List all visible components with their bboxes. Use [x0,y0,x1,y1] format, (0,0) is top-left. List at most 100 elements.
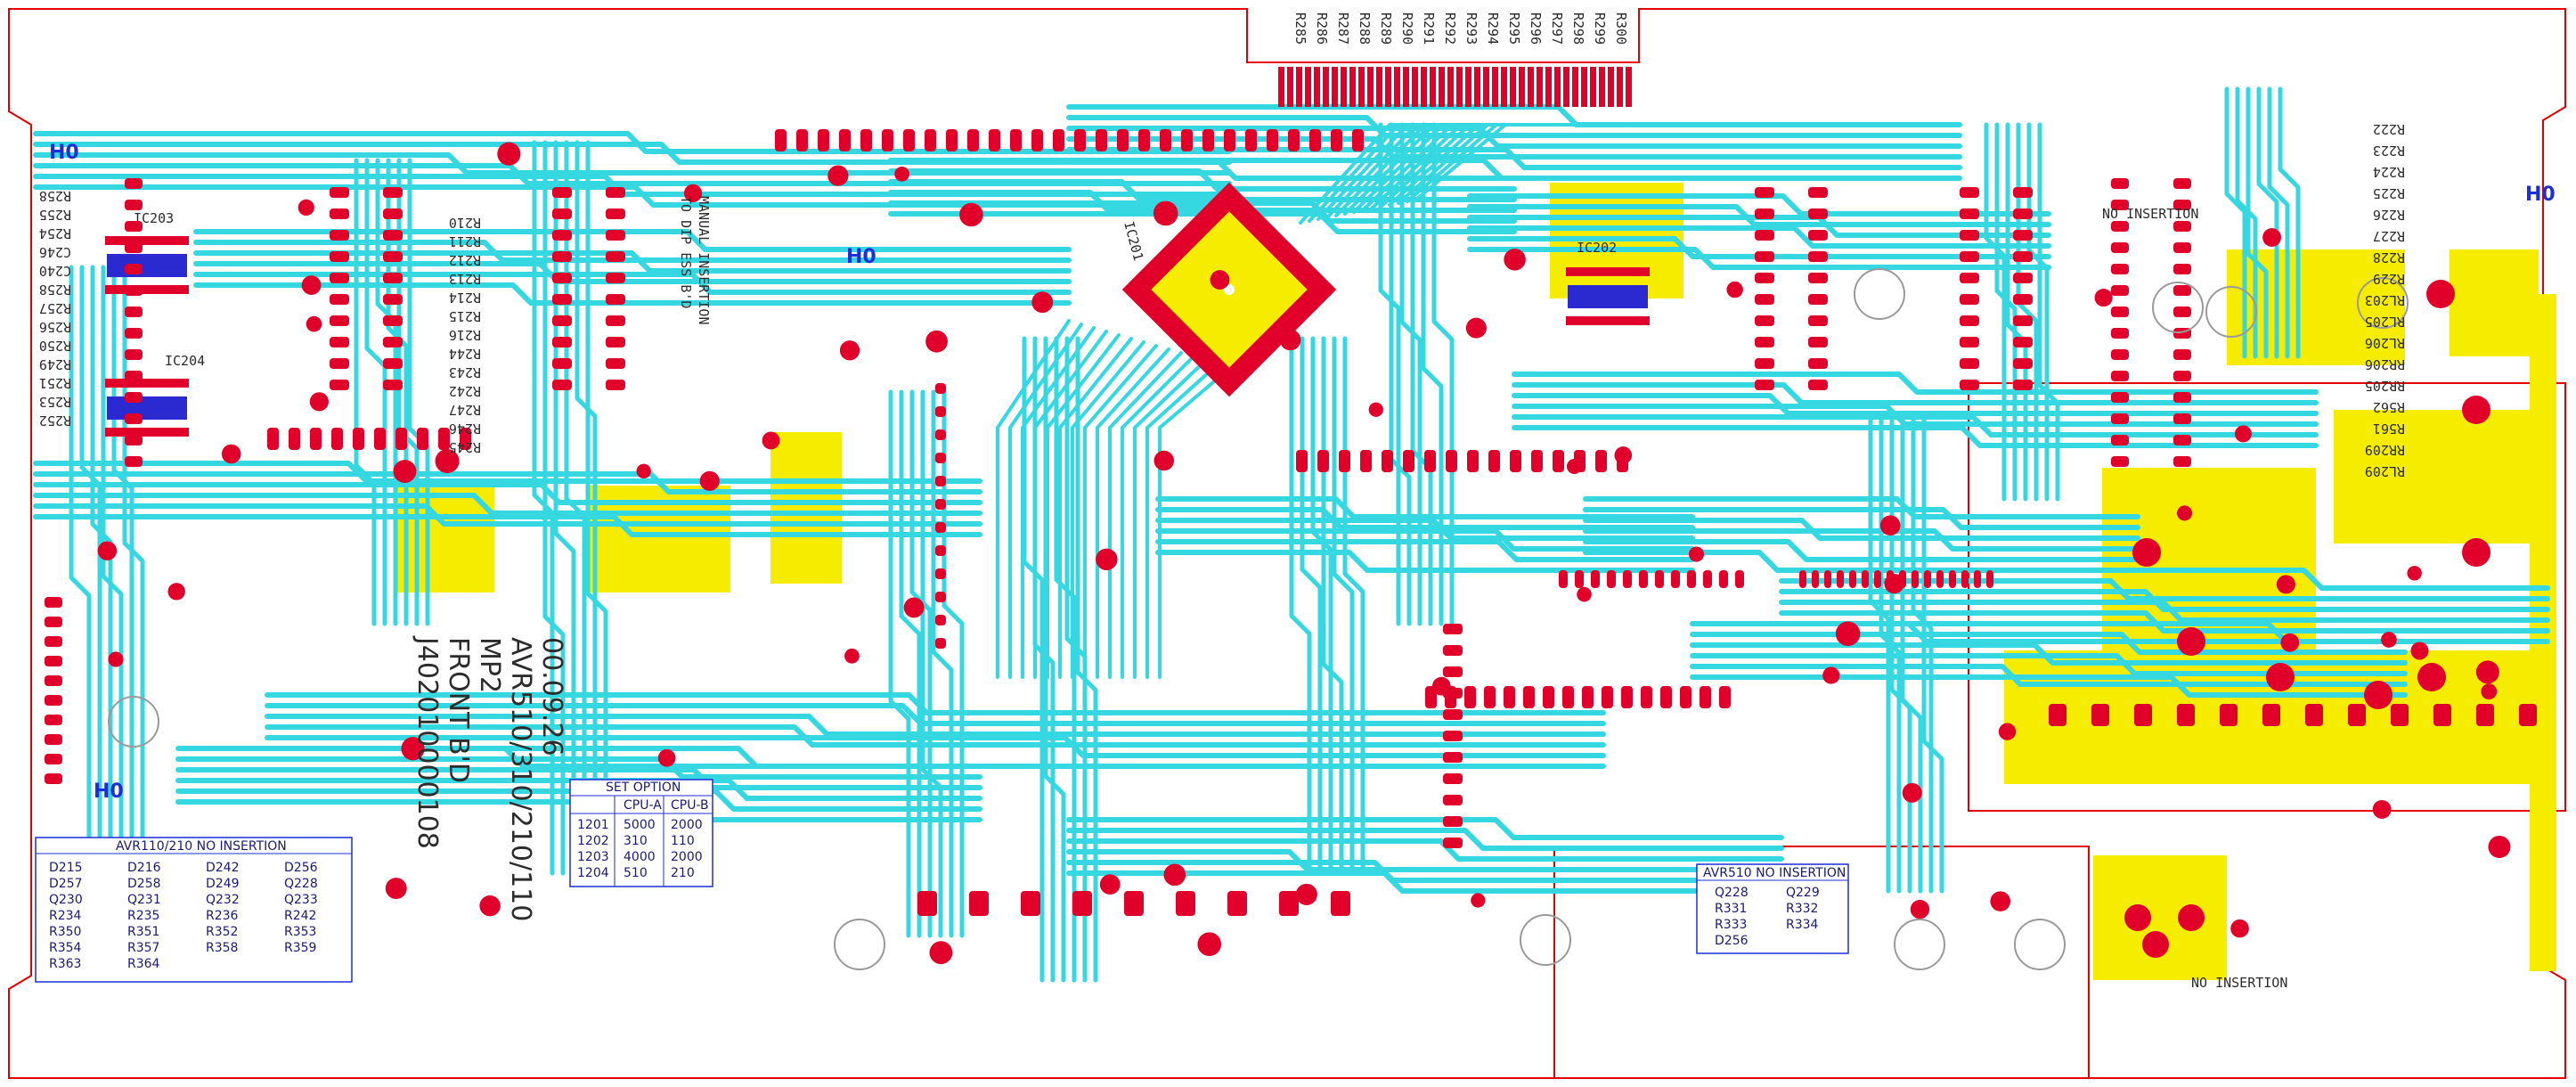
set-option-title: SET OPTION [606,781,681,795]
pad [1443,709,1463,720]
top-pin-label: R288 [1357,12,1373,45]
pad [1124,891,1144,916]
no-insertion-left-cell: D242 [206,861,240,875]
via-pad [929,941,953,965]
pad [1031,129,1043,151]
pad [1808,273,1828,283]
via-pad [1990,891,2010,911]
pad [330,315,349,326]
connector-pin [1519,67,1525,107]
via-pad [1471,893,1486,908]
pad [383,230,403,241]
board-versions: AVR510/310/210/110 [505,637,536,921]
connector-pin [1349,67,1356,107]
pad [606,251,625,262]
pad [1176,891,1195,916]
via-pad [1884,573,1904,594]
pad [2013,230,2033,241]
component-label: R257 [39,300,71,316]
pad [330,358,349,369]
connector-pin [1403,67,1409,107]
component-label: R222 [2373,121,2405,137]
pad [935,429,946,440]
component-label: R252 [39,413,71,429]
pad [1755,230,1774,241]
no-insertion-right-title: AVR510 NO INSERTION [1703,866,1846,880]
component-label: R224 [2373,164,2405,180]
connector-pin [1581,67,1587,107]
mount-hole [1854,268,1905,320]
no-insertion-left-cell: Q228 [284,877,318,891]
pad [460,428,471,450]
pad [552,230,572,241]
connector-pin [1590,67,1596,107]
pad [1553,450,1564,472]
no-insertion-right-cell: R331 [1715,902,1747,916]
pad [2111,200,2129,210]
pad [2013,380,2033,390]
set-option-cell: 210 [671,866,695,880]
pad [1924,570,1931,588]
pad [125,285,143,296]
mid-label-column: R210R211R212R213R214R215R216R244R243R242… [449,215,481,455]
via-pad [2094,289,2113,307]
connector-pin [1510,67,1516,107]
pad [606,358,625,369]
component-label: RL209 [2365,463,2405,479]
connector-pin [1447,67,1454,107]
board-model: MP2 [474,637,505,693]
via-pad [699,470,720,491]
pad [1808,208,1828,219]
top-pin-label: R297 [1549,12,1565,45]
pad [1874,570,1881,588]
connector-pin [1376,67,1382,107]
pad [2013,208,2033,219]
component-label: R210 [449,215,481,231]
pad [606,187,625,198]
pad [2173,306,2191,317]
connector-pin [1305,67,1311,107]
pad [552,294,572,305]
pad [606,230,625,241]
pad [1523,686,1535,708]
pad [383,294,403,305]
component-label: RL203 [2365,292,2405,308]
pad [1443,645,1463,656]
mount-hole [2152,282,2204,333]
no-insertion-left-cell: Q233 [284,893,318,907]
pad [45,695,62,706]
via-pad [636,463,651,479]
pad [2173,178,2191,189]
pad [2173,264,2191,274]
pad [1755,251,1774,262]
pad [1960,358,1979,369]
pad [1382,450,1393,472]
relay-pad [2132,538,2161,567]
pad [45,617,62,627]
set-option-cell: 1203 [577,850,609,864]
via-pad [1688,546,1705,562]
pad [2049,704,2067,726]
pad [45,675,62,686]
pad [1331,891,1350,916]
pad [2348,704,2366,726]
connector-pin [1430,67,1436,107]
pad [1531,450,1543,472]
pad [935,476,946,486]
copper-traces [33,86,2550,983]
pad [1755,187,1774,198]
pad [606,208,625,219]
pad [2519,704,2537,726]
via-pad [1726,281,1743,298]
pad [2111,349,2129,360]
via-pad [1431,676,1451,696]
via-pad [2481,683,2498,700]
pad [2111,371,2129,381]
pad [1755,380,1774,390]
via-pad [1910,899,1930,919]
right-label-column: R222R223R224R225R226R227R228R229RL203RL2… [2365,121,2405,479]
pad [1719,570,1728,588]
